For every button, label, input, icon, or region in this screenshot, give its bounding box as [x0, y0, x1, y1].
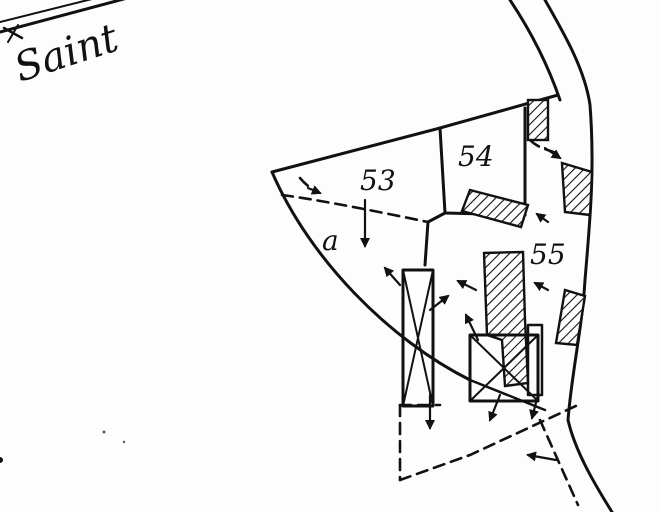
street-edge	[0, 0, 126, 43]
parcel-label-55: 55	[530, 238, 566, 271]
parcel-label-54: 54	[458, 140, 494, 173]
sub-parcel-label: a	[322, 224, 339, 257]
road-curve	[508, 0, 614, 512]
crossed-structures	[401, 268, 544, 408]
map-dot	[0, 457, 3, 463]
map-dot	[122, 440, 126, 444]
parcel-label-53: 53	[360, 164, 396, 197]
dashed-boundaries	[280, 138, 580, 507]
map-dot	[102, 430, 106, 434]
hatched-buildings	[460, 98, 594, 388]
direction-arrows	[306, 146, 562, 462]
